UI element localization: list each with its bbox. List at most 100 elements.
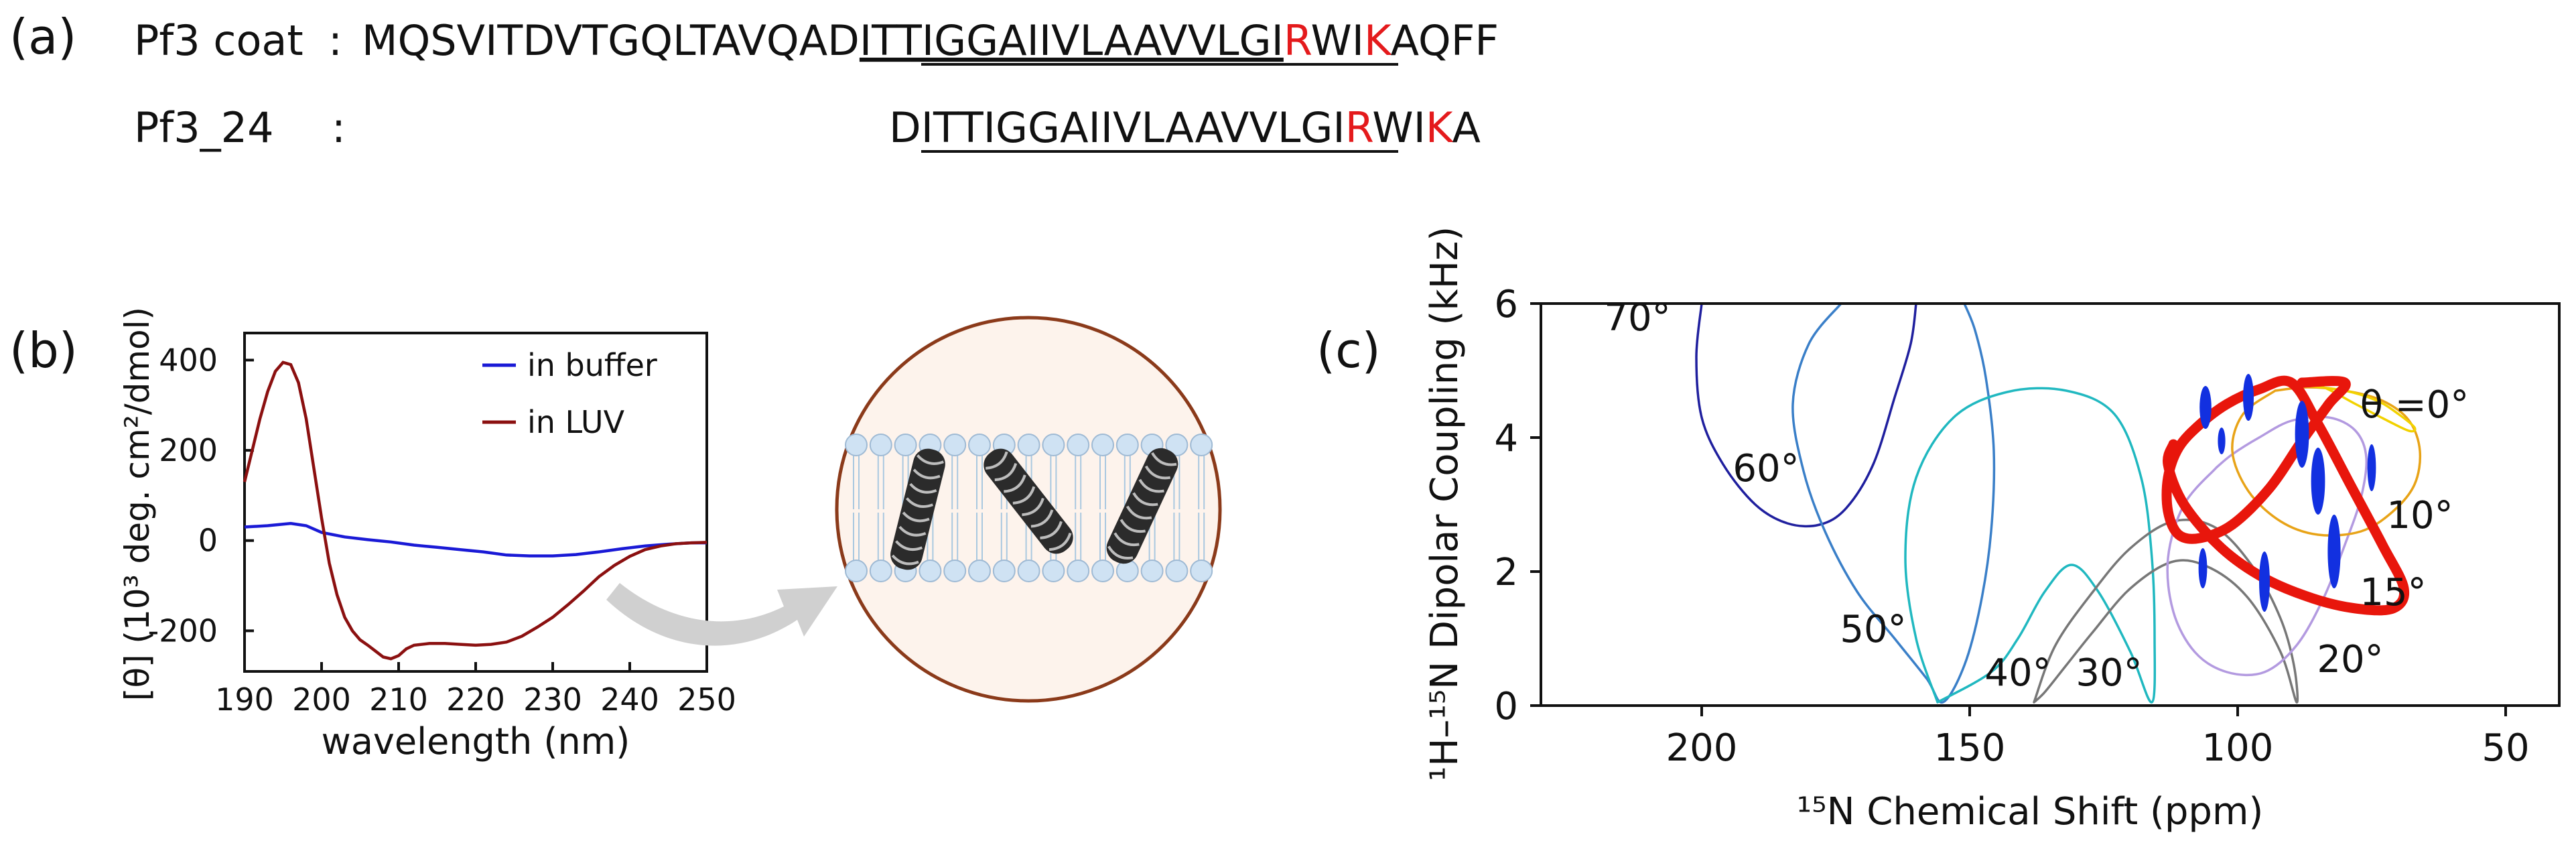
cd-x-tick-label: 230: [523, 681, 582, 718]
lipid-head: [845, 560, 868, 582]
sequence-suffix: AQFF: [1391, 16, 1499, 65]
lipid-head: [968, 560, 991, 582]
nmr-peaks: [2198, 374, 2376, 612]
nmr-peak: [2311, 448, 2325, 515]
lipid-head: [943, 434, 967, 456]
nmr-y-tick-label: 2: [1494, 551, 1518, 594]
lipid-head: [845, 434, 868, 456]
sequence-underlined-region: ITTIGGAIIVLAAVVLGI: [860, 16, 1284, 65]
panel-label-a: (a): [9, 9, 76, 65]
helix-turn: [1022, 497, 1044, 517]
nmr-y-tick-label: 6: [1494, 283, 1518, 326]
lipid-head: [1042, 434, 1065, 456]
panel-label-c: (c): [1316, 322, 1381, 379]
lipid-head: [1190, 434, 1213, 456]
nmr-y-axis-label: ¹H–¹⁵N Dipolar Coupling (kHz): [1423, 226, 1467, 781]
nmr-x-tick-label: 100: [2202, 726, 2274, 770]
sequence-pf3-coat: MQSVITDVTGQLTAVQADITTIGGAIIVLAAVVLGIRWIK…: [362, 16, 1499, 65]
helix-turn: [1120, 519, 1146, 533]
nmr-angle-label: 10°: [2386, 494, 2453, 537]
helix-turn: [994, 462, 1018, 482]
nmr-peak: [2218, 428, 2226, 454]
helix: [890, 448, 945, 570]
cd-legend: in buffer in LUV: [482, 347, 657, 440]
sequence-pf3-24: DITTIGGAIIVLAAVVLGIRWIKA: [889, 103, 1481, 152]
lipid-head: [968, 434, 991, 456]
helix-turn: [898, 525, 927, 537]
lipid-head: [869, 560, 892, 582]
lipid-head: [1190, 560, 1213, 582]
cd-x-tick-label: 220: [446, 681, 505, 718]
sequence-residue-k: K: [1426, 103, 1454, 152]
cd-x-tick-label: 190: [215, 681, 274, 718]
membrane-illustration: [835, 316, 1222, 703]
nmr-angle-labels: 70°60°50°40°30°θ =0°10°15°20°: [1604, 296, 2469, 695]
pisa-wheel: [2166, 415, 2368, 677]
nmr-angle-label: 15°: [2360, 571, 2426, 614]
helix-turn: [1040, 521, 1063, 539]
lipid-head: [1140, 560, 1164, 582]
cd-y-tick-label: 0: [198, 523, 218, 559]
lipid-head: [1067, 560, 1090, 582]
nmr-peak: [2367, 444, 2376, 491]
nmr-x-axis-label: ¹⁵N Chemical Shift (ppm): [1797, 790, 2264, 834]
sequence-suffix: A: [1452, 103, 1480, 152]
nmr-plot-frame: [1540, 302, 2561, 707]
cd-x-tick-label: 200: [292, 681, 351, 718]
nmr-x-tick-label: 150: [1934, 726, 2006, 770]
cd-y-tick-label: 200: [159, 432, 218, 468]
helix-turn: [1004, 474, 1026, 493]
helix-turn: [912, 468, 941, 480]
cd-x-axis-label: wavelength (nm): [322, 720, 630, 763]
nmr-angle-label: 60°: [1733, 447, 1799, 490]
lipid-head: [1017, 560, 1040, 582]
lipid-head: [1115, 434, 1139, 456]
sequence-mid: WI: [1372, 103, 1426, 152]
sequence-name-pf3-coat: Pf3 coat: [134, 16, 303, 65]
helix-turn: [1107, 545, 1134, 560]
panel-label-b: (b): [9, 322, 78, 379]
sequence-separator: :: [332, 103, 346, 152]
lipid-head: [1017, 434, 1040, 456]
cd-x-tick-label: 240: [600, 681, 659, 718]
lipid-head: [992, 560, 1016, 582]
cd-y-tick-label: 400: [159, 342, 218, 378]
nmr-x-tick-label: 200: [1666, 726, 1738, 770]
lipid-head: [1091, 434, 1114, 456]
cd-x-tick-label: 210: [369, 681, 428, 718]
helix-turn: [909, 482, 937, 494]
nmr-peak: [2199, 386, 2212, 429]
nmr-peak: [2295, 401, 2309, 468]
sequence-panel: Pf3 coat : MQSVITDVTGQLTAVQADITTIGGAIIVL…: [134, 16, 1499, 153]
sequence-underlined-region: ITTIGGAIIVLAAVVLGI: [921, 103, 1345, 152]
helix-turn: [902, 511, 930, 523]
sequence-separator: :: [328, 16, 342, 65]
nmr-angle-label: 30°: [2076, 651, 2142, 695]
helix-turn: [1048, 532, 1072, 551]
helix-body: [984, 448, 1073, 554]
pisa-wheel: [1695, 304, 1917, 528]
pisa-wheel: [2033, 519, 2299, 704]
helix-turn: [1151, 452, 1177, 466]
helix-turn: [895, 540, 923, 551]
helix-turn: [1132, 492, 1158, 507]
helix-turn: [1138, 478, 1164, 493]
lipid-head: [919, 560, 942, 582]
helix-turn: [1144, 465, 1171, 480]
sequence-prefix: MQSVITDVTGQLTAVQAD: [362, 16, 860, 65]
lipid-head: [1115, 560, 1139, 582]
nmr-angle-label: 40°: [1984, 651, 2051, 695]
lipid-head: [1165, 434, 1189, 456]
nmr-peak: [2243, 374, 2254, 421]
lipid-head: [1091, 560, 1114, 582]
arrow-shape: [606, 583, 837, 646]
helix: [984, 448, 1073, 554]
pisa-wheels: [1695, 304, 2422, 704]
lipid-head: [1042, 560, 1065, 582]
cd-x-tick-label: 250: [677, 681, 736, 718]
sequence-name-pf3-24: Pf3_24: [134, 103, 274, 152]
